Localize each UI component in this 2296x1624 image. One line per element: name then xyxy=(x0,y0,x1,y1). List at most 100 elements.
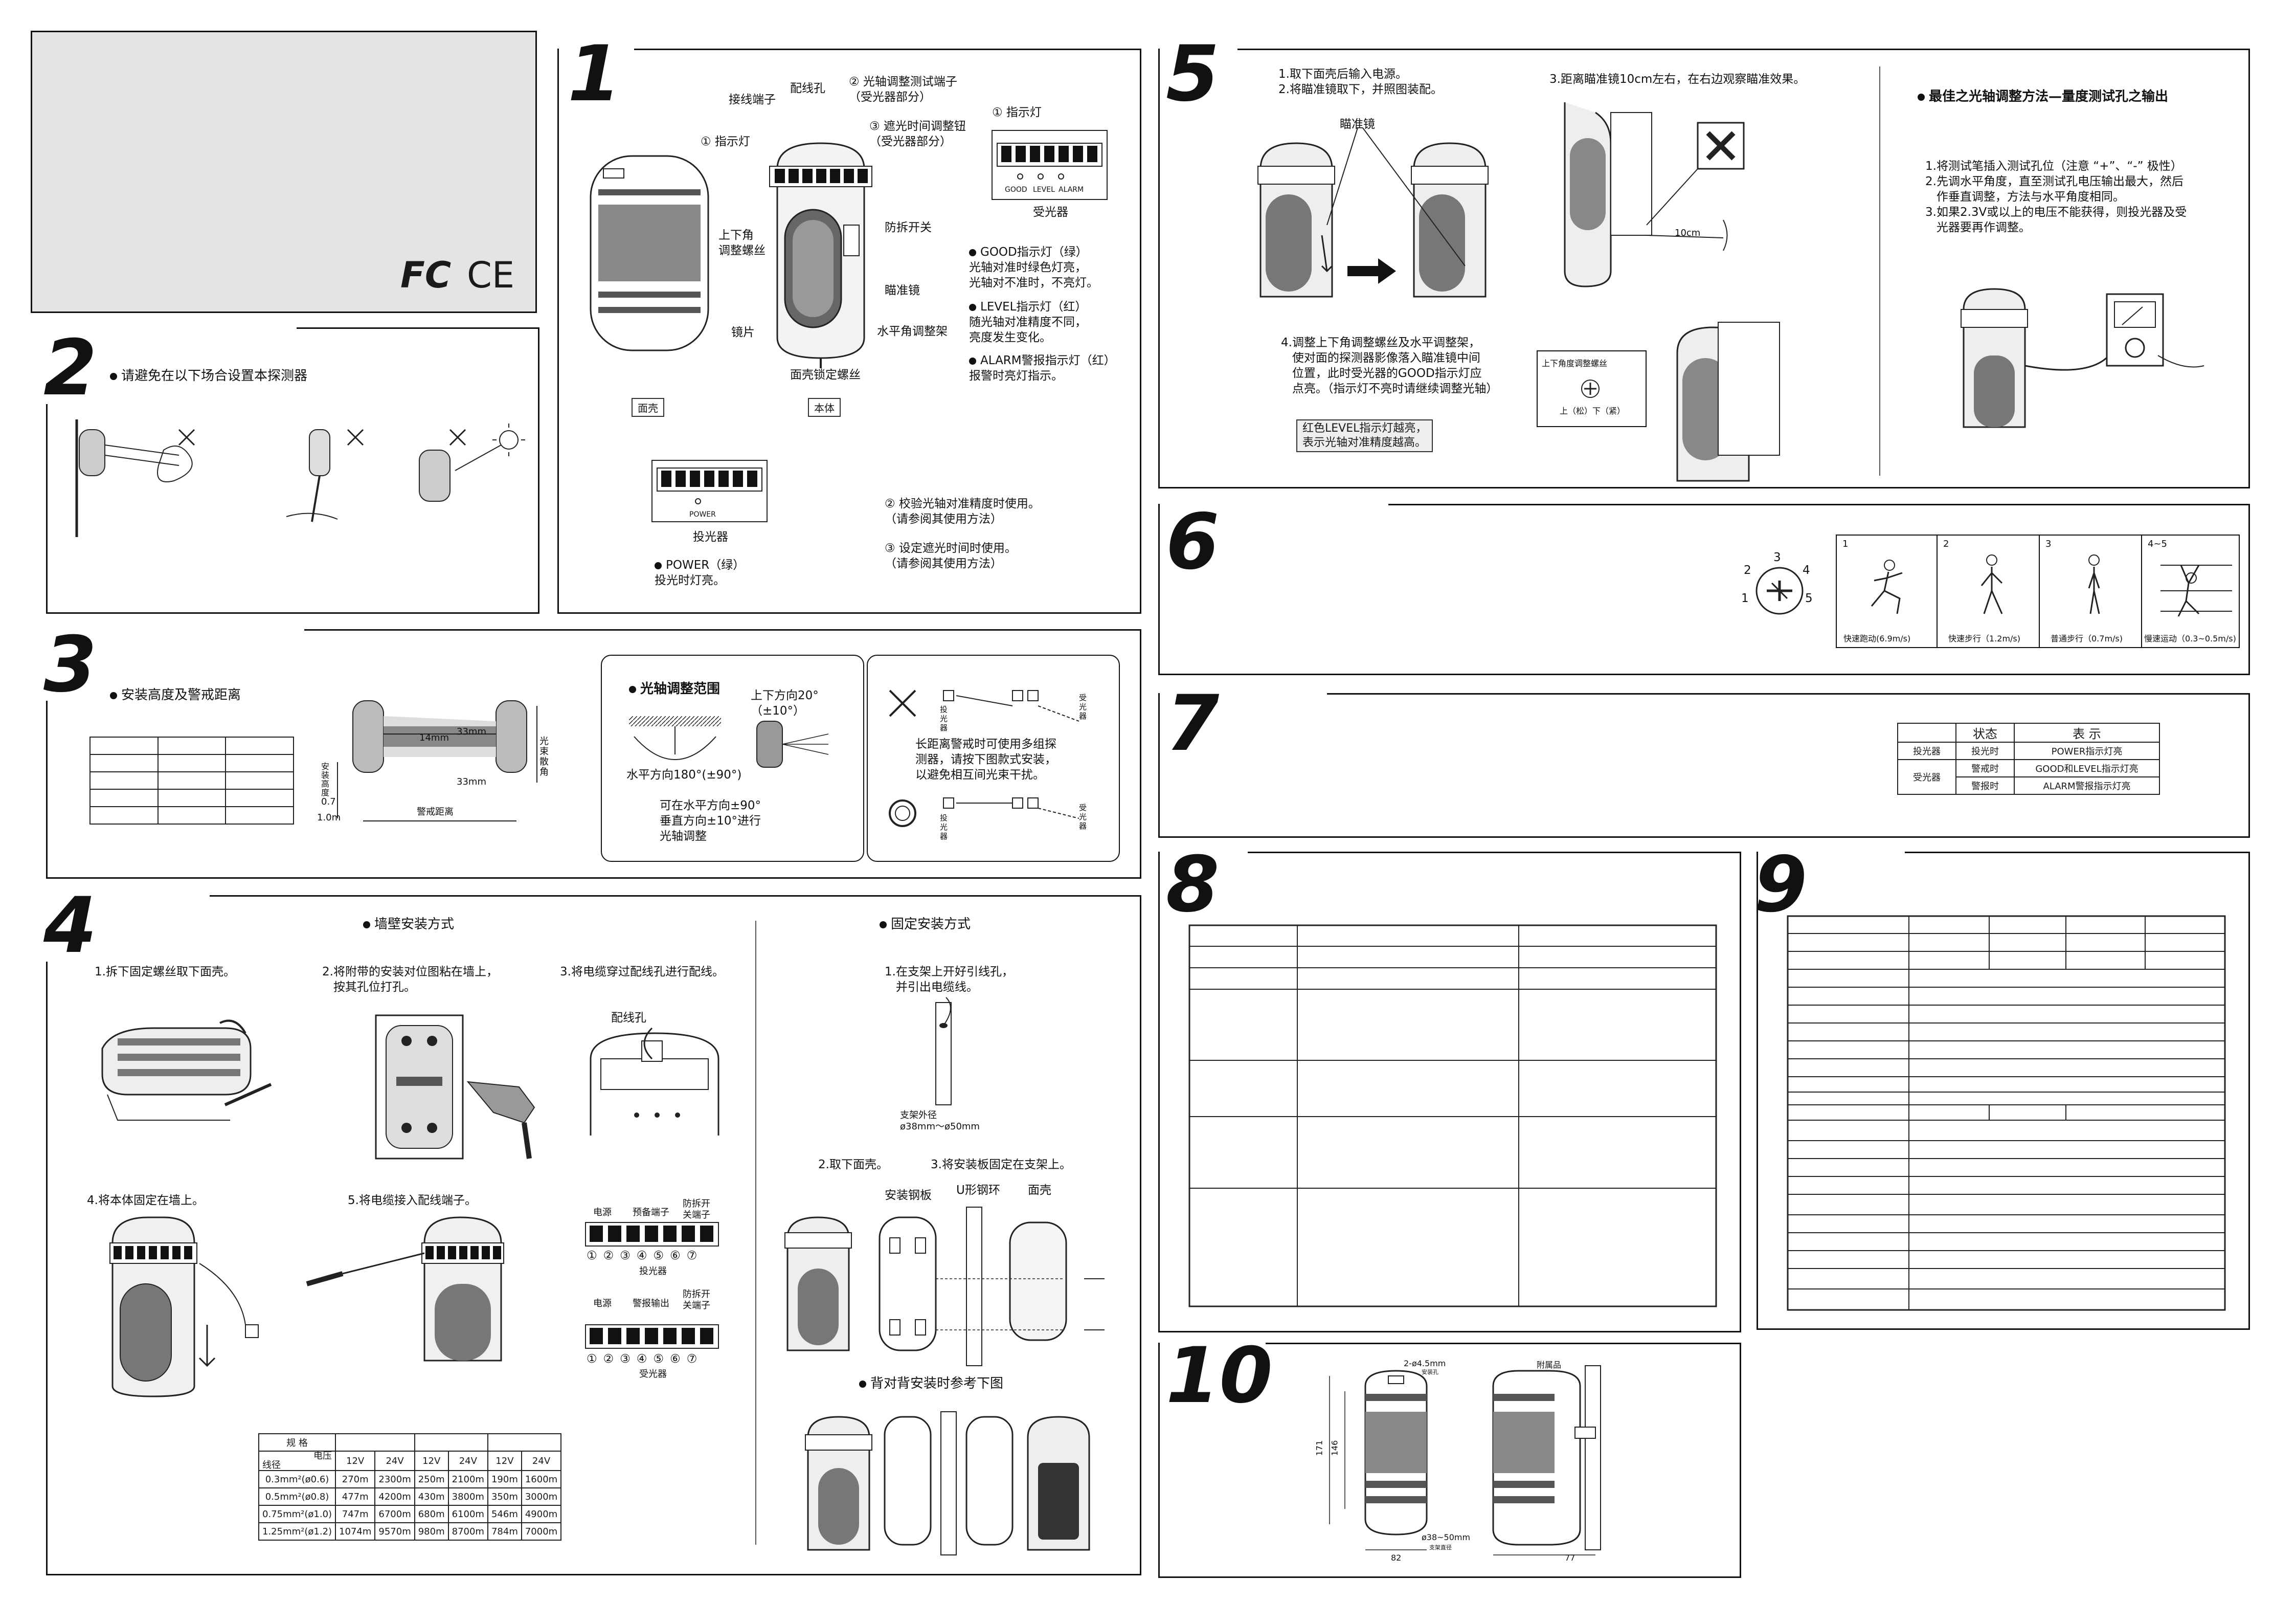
s1-note-level: LEVEL指示灯（红） 随光轴对准精度不同， 亮度发生变化。 xyxy=(969,299,1087,345)
wire-cell: 0.75mm²(ø1.0) xyxy=(258,1505,336,1523)
s4-step-3: 3.将电缆穿过配线孔进行配线。 xyxy=(560,965,724,978)
s1-indicator-label-right: ① 指示灯 xyxy=(992,106,1042,119)
s3-dim-14mm: 14mm xyxy=(419,732,449,743)
s4-emitter-terminal-block xyxy=(585,1222,719,1247)
section-8-number: 8 xyxy=(1166,840,1220,929)
s6-dial-1: 1 xyxy=(1741,592,1749,605)
terminal-num: ③ xyxy=(620,1249,637,1262)
voltage-header: 电压 xyxy=(313,1451,332,1461)
s6-mode-4-text: 慢速运动（0.3~0.5m/s) xyxy=(2144,634,2236,643)
volt-col: 12V xyxy=(414,1451,449,1471)
s3-long-range-box xyxy=(867,655,1120,862)
s5-step-4: 4.调整上下角调整螺丝及水平调整架， 使对面的探测器影像落入瞄准镜中间 位置，此… xyxy=(1281,336,1498,395)
status-header-blank xyxy=(1897,723,1956,743)
s5-observe-drawing xyxy=(1564,102,1745,287)
s5-screw-label: 上下角度调整螺丝 xyxy=(1542,359,1608,368)
section-8-panel xyxy=(1158,852,1741,1332)
s1-shade-knob-label: ③ 遮光时间调整钮 （受光器部分） xyxy=(869,120,966,148)
value-cell: 350m xyxy=(487,1487,522,1506)
section-2-number: 2 xyxy=(43,324,97,413)
s4-step-4: 4.将本体固定在墙上。 xyxy=(87,1194,204,1207)
s4-fixed-step-1: 1.在支架上开好引线孔， 并引出电缆线。 xyxy=(885,965,1014,994)
s10-height-171: 171 xyxy=(1314,1440,1324,1456)
display-cell: POWER指示灯亮 xyxy=(2014,742,2160,760)
mode-divider xyxy=(1937,536,1938,648)
s2-top-rule xyxy=(297,327,539,329)
s1-emitter-terminal xyxy=(651,460,768,522)
s4-fixed-install-drawing xyxy=(784,1207,1105,1366)
s4-wire-hole-label: 配线孔 xyxy=(611,1011,646,1025)
s4-u-ring-label: U形钢环 xyxy=(956,1184,1000,1197)
s2-left-rule xyxy=(46,404,48,614)
s4-pole-drawing xyxy=(935,997,952,1105)
s1-vertical-screw-label: 上下角 调整螺丝 xyxy=(718,229,766,257)
status-header: 状态 xyxy=(1955,723,2015,743)
bullet-icon xyxy=(969,357,976,365)
s4-receiver-group-alarm: 警报输出 xyxy=(633,1298,669,1309)
s4-receiver-group-power: 电源 xyxy=(593,1298,612,1309)
logo-panel: FC CE xyxy=(31,31,537,313)
table-row: 投光器 投光时 POWER指示灯亮 xyxy=(1897,742,2160,760)
s1-tamper-label: 防拆开关 xyxy=(885,221,932,234)
table-row: 受光器 警戒时 GOOD和LEVEL指示灯亮 xyxy=(1897,759,2160,795)
s1-power-note: POWER（绿） 投光时灯亮。 xyxy=(655,558,745,588)
device-cell: 受光器 xyxy=(1897,759,1956,795)
s9-top-rule xyxy=(1905,852,2250,853)
display-header: 表 示 xyxy=(2014,723,2160,743)
s4-divider xyxy=(755,921,756,1545)
note-text: POWER（绿） 投光时灯亮。 xyxy=(655,559,745,587)
value-cell: 546m xyxy=(487,1505,522,1523)
s4-receiver-terminal-nums: ①②③④⑤⑥⑦ xyxy=(587,1351,703,1367)
s4-receiver-terminal-block xyxy=(585,1324,719,1349)
s1-led-alarm: ALARM xyxy=(1059,186,1084,194)
section-5-number: 5 xyxy=(1166,30,1220,119)
s1-test-port-label: ② 光轴调整测试端子 （受光器部分） xyxy=(849,75,957,104)
terminal-num: ⑦ xyxy=(686,1352,704,1366)
bullet-icon xyxy=(629,685,636,693)
spec-header: 规 格 xyxy=(258,1433,336,1452)
s4-step3-drawing xyxy=(590,1027,719,1136)
s10-accessory-label: 附属品 xyxy=(1537,1360,1562,1370)
value-cell: 250m xyxy=(414,1470,449,1488)
s4-step5-drawing xyxy=(306,1216,504,1362)
s4-plate-label: 安装钢板 xyxy=(885,1189,932,1202)
s6-dial-icon xyxy=(1755,567,1804,615)
s3-long-note: 长距离警戒时可使用多组探 测器，请按下图款式安装， 以避免相互间光束干扰。 xyxy=(915,738,1056,782)
value-cell: 784m xyxy=(487,1522,522,1541)
s8-empty-table xyxy=(1188,924,1717,1307)
s1-wire-hole-label: 配线孔 xyxy=(790,82,825,95)
terminal-num: ② xyxy=(603,1249,620,1262)
s3-axis-title: 光轴调整范围 xyxy=(629,680,720,698)
value-cell: 980m xyxy=(414,1522,449,1541)
note-text: LEVEL指示灯（红） 随光轴对准精度不同， 亮度发生变化。 xyxy=(969,300,1087,344)
section-5-panel xyxy=(1158,49,2250,488)
s3-emitter-top: 投光器 xyxy=(940,705,948,732)
terminal-num: ② xyxy=(603,1352,620,1366)
s6-mode-3-text: 普通步行（0.7m/s) xyxy=(2051,634,2123,643)
s3-distance-label: 警戒距离 xyxy=(417,807,454,817)
s1-body-drawing xyxy=(769,142,872,368)
s1-led-good: GOOD xyxy=(1005,186,1027,194)
value-cell: 190m xyxy=(487,1470,522,1488)
section-7-panel xyxy=(1158,693,2250,838)
s8-top-rule xyxy=(1248,852,1741,853)
display-cell: GOOD和LEVEL指示灯亮 xyxy=(2014,759,2160,777)
section-4-panel xyxy=(46,895,1141,1575)
s1-emitter-label: 投光器 xyxy=(693,530,728,544)
value-cell: 4200m xyxy=(374,1487,415,1506)
s4-back-to-back-drawing xyxy=(805,1411,1090,1555)
s1-terminal-label: 接线端子 xyxy=(729,93,776,106)
volt-col: 24V xyxy=(521,1451,562,1471)
s10-height-146: 146 xyxy=(1330,1440,1340,1456)
s1-lens-label: 镜片 xyxy=(731,326,755,339)
bullet-icon xyxy=(969,303,976,311)
bullet-icon xyxy=(110,692,117,699)
device-cell: 投光器 xyxy=(1897,742,1956,760)
terminal-num: ① xyxy=(587,1249,603,1262)
s4-step1-drawing xyxy=(101,1019,272,1121)
s3-receiver-bottom: 受光器 xyxy=(1079,803,1087,831)
s7-top-rule xyxy=(1327,693,2250,695)
s3-axis-range-box xyxy=(601,655,864,862)
